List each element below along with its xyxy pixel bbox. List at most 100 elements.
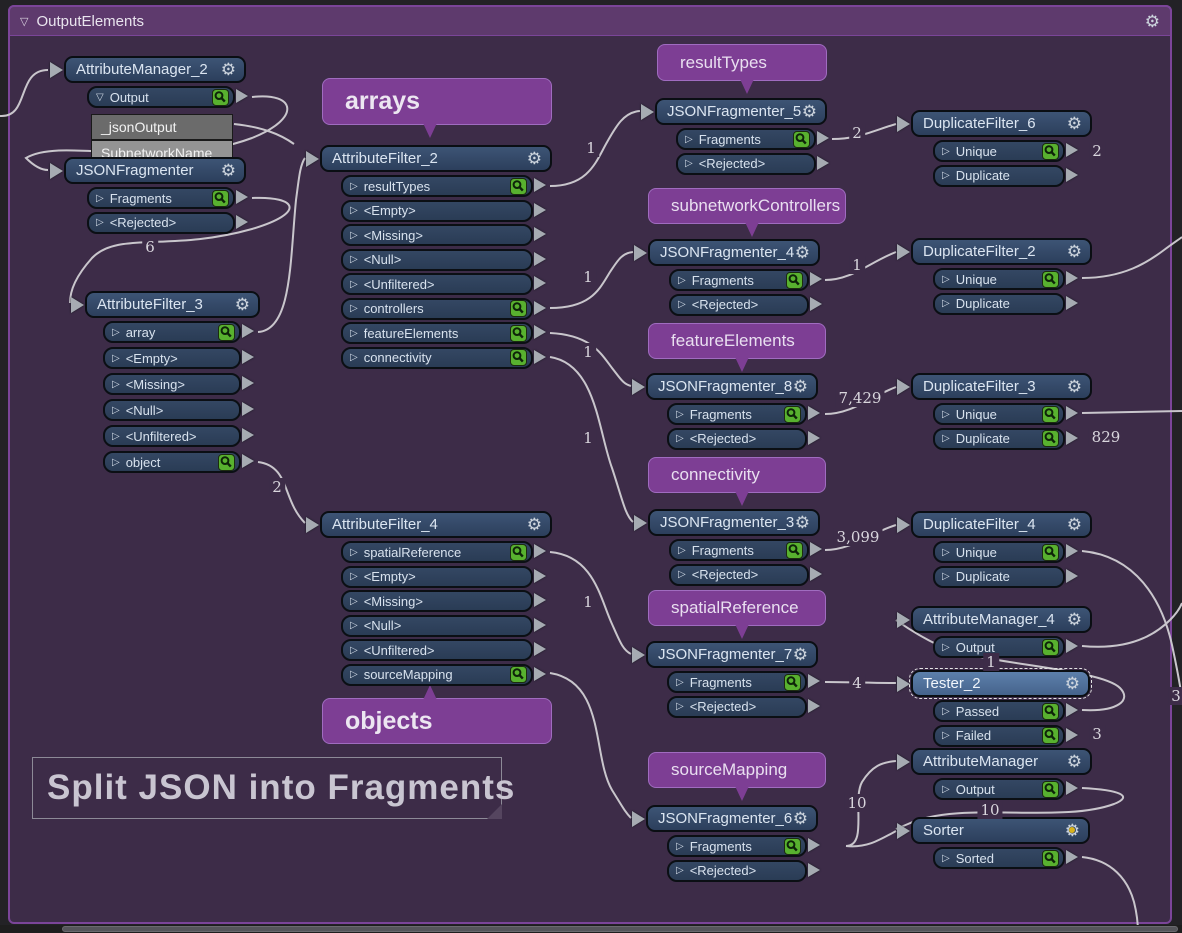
port-controllers[interactable]: ▷controllers — [341, 297, 533, 320]
port-Missing[interactable]: ▷<Missing> — [341, 590, 533, 612]
annotation[interactable]: connectivity — [648, 457, 826, 493]
node-Tester_2[interactable]: Tester_2⚙ — [909, 668, 1092, 699]
port-Duplicate[interactable]: ▷Duplicate — [933, 427, 1065, 450]
inspect-magnifier-icon[interactable] — [791, 130, 810, 148]
collapse-icon[interactable]: ▽ — [96, 91, 104, 103]
inspect-magnifier-icon[interactable] — [508, 177, 527, 195]
node-AttributeFilter_2[interactable]: AttributeFilter_2⚙ — [320, 145, 552, 172]
node-JSONFragmenter_8[interactable]: JSONFragmenter_8⚙ — [646, 373, 818, 400]
node-AttributeManager_2[interactable]: AttributeManager_2⚙ — [64, 56, 246, 83]
connection-wire[interactable] — [1081, 602, 1182, 648]
node-JSONFragmenter_6[interactable]: JSONFragmenter_6⚙ — [646, 805, 818, 832]
inspect-magnifier-icon[interactable] — [210, 88, 229, 106]
port-spatialReference[interactable]: ▷spatialReference — [341, 541, 533, 563]
node-Sorter[interactable]: Sorter⚙ — [911, 817, 1090, 844]
connection-wire[interactable] — [895, 619, 1126, 712]
inspect-magnifier-icon[interactable] — [782, 673, 801, 691]
connection-wire[interactable] — [549, 332, 632, 387]
port-Unfiltered[interactable]: ▷<Unfiltered> — [103, 425, 241, 447]
gear-icon[interactable]: ⚙ — [527, 516, 542, 534]
inspect-magnifier-icon[interactable] — [1040, 638, 1059, 656]
gear-icon[interactable]: ⚙ — [1067, 243, 1082, 261]
port-Unique[interactable]: ▷Unique — [933, 140, 1065, 162]
port-Rejected[interactable]: ▷<Rejected> — [87, 211, 235, 234]
connection-wire[interactable] — [0, 69, 49, 118]
annotation[interactable]: arrays — [322, 78, 552, 125]
port-Fragments[interactable]: ▷Fragments — [87, 187, 235, 209]
port-Empty[interactable]: ▷<Empty> — [341, 199, 533, 222]
node-DuplicateFilter_4[interactable]: DuplicateFilter_4⚙ — [911, 511, 1092, 538]
port-Rejected[interactable]: ▷<Rejected> — [676, 152, 816, 175]
gear-icon[interactable]: ⚙ — [527, 150, 542, 168]
connection-wire[interactable] — [257, 461, 306, 524]
inspect-magnifier-icon[interactable] — [216, 453, 235, 471]
node-JSONFragmenter_7[interactable]: JSONFragmenter_7⚙ — [646, 641, 818, 668]
node-AttributeFilter_4[interactable]: AttributeFilter_4⚙ — [320, 511, 552, 538]
node-AttributeManager_4[interactable]: AttributeManager_4⚙ — [911, 606, 1092, 633]
port-Duplicate[interactable]: ▷Duplicate — [933, 164, 1065, 187]
port-Passed[interactable]: ▷Passed — [933, 700, 1065, 722]
connection-wire[interactable] — [257, 157, 306, 333]
node-JSONFragmenter_5[interactable]: JSONFragmenter_5⚙ — [655, 98, 827, 125]
gear-icon[interactable]: ⚙ — [1067, 516, 1082, 534]
connection-wire[interactable] — [845, 760, 897, 847]
connection-wire[interactable] — [69, 196, 291, 304]
port-Missing[interactable]: ▷<Missing> — [103, 373, 241, 395]
inspect-magnifier-icon[interactable] — [1040, 727, 1059, 744]
scrollbar-thumb[interactable] — [62, 926, 1178, 932]
port-Unfiltered[interactable]: ▷<Unfiltered> — [341, 273, 533, 295]
connection-wire[interactable] — [549, 251, 634, 309]
connection-wire[interactable] — [1081, 410, 1182, 414]
port-Sorted[interactable]: ▷Sorted — [933, 847, 1065, 869]
connection-wire[interactable] — [549, 356, 634, 523]
port-Missing[interactable]: ▷<Missing> — [341, 224, 533, 246]
port-Empty[interactable]: ▷<Empty> — [341, 565, 533, 588]
port-Rejected[interactable]: ▷<Rejected> — [669, 293, 809, 316]
node-DuplicateFilter_3[interactable]: DuplicateFilter_3⚙ — [911, 373, 1092, 400]
port-Null[interactable]: ▷<Null> — [341, 248, 533, 271]
port-Output[interactable]: ▷Output — [933, 778, 1065, 800]
gear-icon[interactable]: ⚙ — [795, 514, 810, 532]
inspect-magnifier-icon[interactable] — [1040, 430, 1059, 447]
inspect-magnifier-icon[interactable] — [508, 300, 527, 317]
inspect-magnifier-icon[interactable] — [784, 271, 803, 289]
inspect-magnifier-icon[interactable] — [210, 189, 229, 207]
node-DuplicateFilter_2[interactable]: DuplicateFilter_2⚙ — [911, 238, 1092, 265]
node-JSONFragmenter[interactable]: JSONFragmenter⚙ — [64, 157, 246, 184]
port-Failed[interactable]: ▷Failed — [933, 724, 1065, 747]
gear-icon[interactable]: ⚙ — [795, 244, 810, 262]
port-Unique[interactable]: ▷Unique — [933, 541, 1065, 563]
port-Output[interactable]: ▽Output — [87, 86, 235, 108]
port-Rejected[interactable]: ▷<Rejected> — [667, 427, 807, 450]
inspect-magnifier-icon[interactable] — [1040, 405, 1059, 423]
port-Fragments[interactable]: ▷Fragments — [669, 539, 809, 561]
gear-icon[interactable]: ⚙ — [221, 61, 236, 79]
inspect-magnifier-icon[interactable] — [508, 349, 527, 366]
port-Unfiltered[interactable]: ▷<Unfiltered> — [341, 639, 533, 661]
port-Rejected[interactable]: ▷<Rejected> — [667, 859, 807, 882]
bookmark-header[interactable]: ▽ OutputElements ⚙ — [8, 5, 1172, 36]
inspect-magnifier-icon[interactable] — [508, 324, 527, 342]
port-sourceMapping[interactable]: ▷sourceMapping — [341, 663, 533, 686]
inspect-magnifier-icon[interactable] — [1040, 543, 1059, 561]
inspect-magnifier-icon[interactable] — [1040, 849, 1059, 867]
inspect-magnifier-icon[interactable] — [508, 666, 527, 683]
node-JSONFragmenter_3[interactable]: JSONFragmenter_3⚙ — [648, 509, 820, 536]
port-Null[interactable]: ▷<Null> — [103, 399, 241, 421]
gear-icon[interactable]: ⚙ — [1067, 115, 1082, 133]
connection-wire[interactable] — [549, 672, 632, 819]
port-Rejected[interactable]: ▷<Rejected> — [667, 695, 807, 718]
gear-icon[interactable]: ⚙ — [1144, 11, 1160, 31]
inspect-magnifier-icon[interactable] — [1040, 142, 1059, 160]
annotation[interactable]: spatialReference — [648, 590, 826, 626]
inspect-magnifier-icon[interactable] — [216, 323, 235, 341]
port-Fragments[interactable]: ▷Fragments — [667, 835, 807, 857]
port-Rejected[interactable]: ▷<Rejected> — [669, 563, 809, 586]
gear-icon[interactable]: ⚙ — [1067, 753, 1082, 771]
gear-icon[interactable]: ⚙ — [793, 646, 808, 664]
inspect-magnifier-icon[interactable] — [782, 837, 801, 855]
connection-wire[interactable] — [1081, 236, 1182, 279]
port-connectivity[interactable]: ▷connectivity — [341, 346, 533, 369]
gear-icon[interactable]: ⚙ — [802, 103, 817, 121]
connection-wire[interactable] — [233, 123, 295, 145]
